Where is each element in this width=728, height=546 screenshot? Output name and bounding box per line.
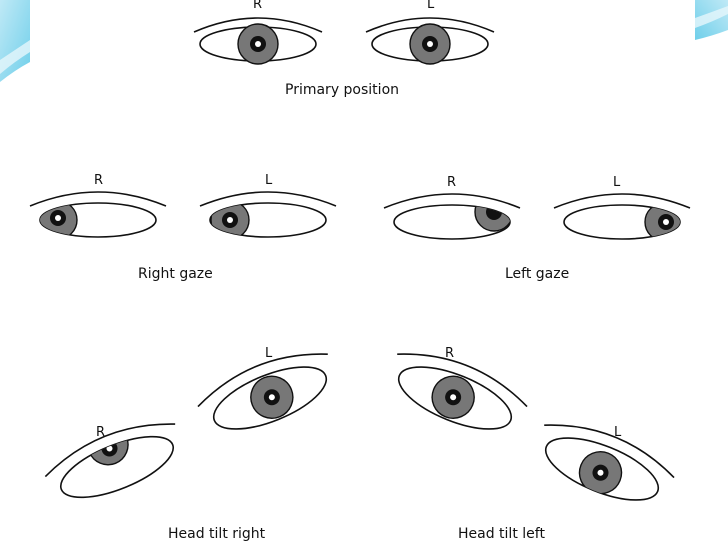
right-gaze-right-label: R (94, 173, 104, 188)
corner-swoosh-top-left (0, 0, 30, 82)
left-gaze-right-eye (383, 193, 521, 240)
left-gaze-caption: Left gaze (505, 266, 570, 282)
head-tilt-left-right-label: R (445, 346, 455, 361)
head-tilt-left-caption: Head tilt left (458, 526, 545, 542)
primary-right-label: R (253, 0, 263, 12)
head-tilt-right-caption: Head tilt right (168, 526, 266, 542)
right-gaze-left-eye (199, 191, 337, 238)
primary-left-eye (365, 17, 495, 65)
right-gaze-caption: Right gaze (138, 266, 213, 282)
primary-caption: Primary position (285, 82, 400, 98)
head-tilt-right-right-eye (44, 423, 176, 499)
left-gaze-right-label: R (447, 175, 457, 190)
head-tilt-right-left-label: L (265, 346, 273, 361)
left-gaze-left-label: L (613, 175, 621, 190)
head-tilt-left-left-label: L (614, 425, 622, 440)
left-gaze-left-eye (553, 193, 691, 240)
right-gaze-left-label: L (265, 173, 273, 188)
head-tilt-right-right-label: R (96, 425, 106, 440)
primary-left-label: L (427, 0, 435, 12)
head-tilt-left-right-eye (397, 353, 528, 430)
corner-swoosh-top-right (695, 0, 728, 40)
primary-right-eye (193, 17, 323, 65)
head-tilt-right-left-eye (197, 353, 328, 430)
head-tilt-left-left-eye (544, 424, 675, 501)
right-gaze-right-eye (29, 191, 167, 238)
